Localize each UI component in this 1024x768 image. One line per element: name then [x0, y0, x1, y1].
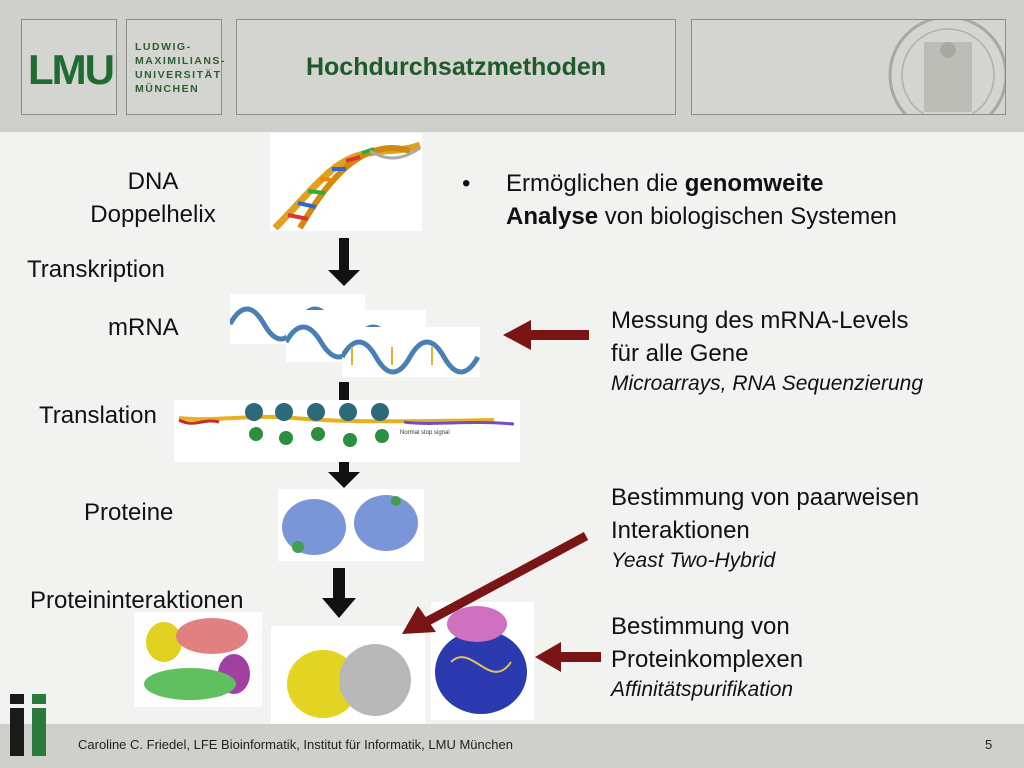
label-dna: DNA [127, 168, 179, 195]
arrow-down-interactions [322, 568, 356, 618]
pairwise-note: Bestimmung von paarweisen Interaktionen … [611, 484, 920, 572]
protein-interaction-icon [144, 618, 250, 700]
protein-complex-image-2 [431, 602, 534, 720]
dna-helix-image [270, 133, 422, 231]
page-number: 5 [985, 737, 993, 752]
arrow-down-translation [328, 460, 360, 488]
red-arrow-mrna [503, 320, 589, 350]
mrna-note: Messung des mRNA-Levels für alle Gene Mi… [611, 307, 924, 395]
protein-complex-icon [435, 606, 527, 714]
stop-signal-label: Normal stop signal [400, 430, 450, 436]
label-transkription: Transkription [27, 256, 165, 283]
label-proteine: Proteine [84, 499, 174, 526]
label-translation: Translation [39, 402, 157, 429]
label-doppelhelix: Doppelhelix [90, 201, 216, 228]
lmu-logo: LMU [28, 46, 115, 93]
red-arrow-pairwise [402, 532, 589, 634]
protein-complex-image-1 [271, 626, 425, 726]
translation-ribosome-image: Normal stop signal [174, 400, 520, 462]
label-mrna: mRNA [108, 314, 179, 341]
university-name: LUDWIG- MAXIMILIANS- UNIVERSITÄT MÜNCHEN [135, 41, 226, 95]
title-box: Hochdurchsatzmethoden [236, 19, 676, 115]
protein-structure-image [278, 489, 424, 561]
protein-interaction-image [134, 612, 262, 707]
protein-icon [282, 495, 418, 555]
bullet-line-2: Analyse von biologischen Systemen [506, 203, 897, 230]
protein-complex-icon [287, 644, 411, 718]
arrow-down-transcription [328, 238, 360, 286]
label-proteininteraktionen: Proteininteraktionen [30, 587, 244, 614]
ribosome-icon [178, 403, 515, 447]
page-title: Hochdurchsatzmethoden [305, 52, 607, 81]
university-name-box: LUDWIG- MAXIMILIANS- UNIVERSITÄT MÜNCHEN [126, 19, 224, 115]
footer-bar [0, 724, 1024, 768]
lfe-bioinformatik-logo-icon [10, 694, 46, 756]
arrow-stem-translation [339, 382, 349, 402]
bullet-marker: • [462, 170, 471, 197]
university-seal-icon [888, 20, 1005, 114]
bullet-line-1: Ermöglichen die genomweite [506, 170, 824, 197]
complex-note: Bestimmung von Proteinkomplexen Affinitä… [611, 613, 804, 701]
lmu-logo-box: LMU [21, 19, 117, 115]
mrna-wave-icon [342, 339, 480, 375]
mrna-strand-image-3 [342, 327, 480, 377]
footer-text: Caroline C. Friedel, LFE Bioinformatik, … [78, 737, 513, 752]
dna-helix-icon [272, 141, 422, 231]
red-arrow-complex [535, 642, 601, 672]
university-seal-box [691, 19, 1006, 115]
